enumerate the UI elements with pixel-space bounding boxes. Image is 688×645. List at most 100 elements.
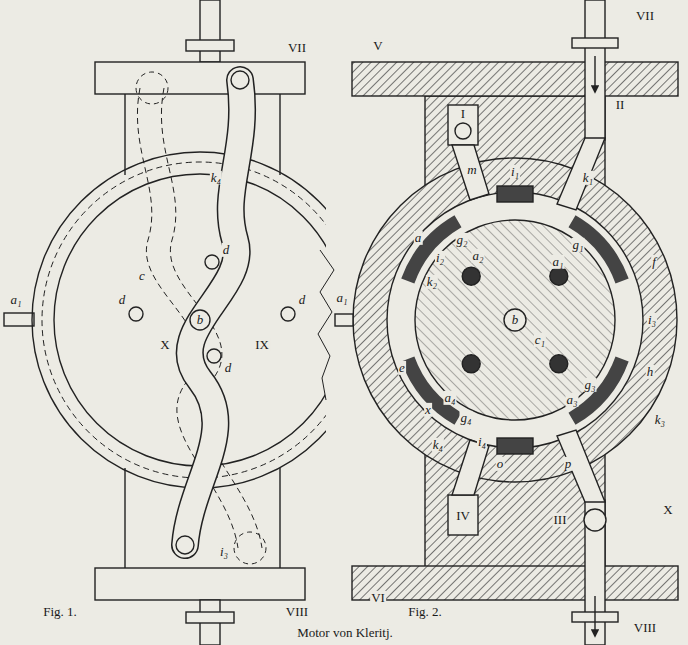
part-letter: x xyxy=(424,403,432,417)
part-label: II xyxy=(615,98,626,112)
part-letter: f xyxy=(651,255,657,269)
part-label: VII xyxy=(635,9,655,23)
part-label: X xyxy=(662,503,673,517)
part-letter: a₁ xyxy=(551,255,564,269)
pin-d xyxy=(205,255,219,269)
part-letter: a₁ xyxy=(9,293,22,307)
part-letter: i₄ xyxy=(477,435,487,449)
link-body xyxy=(185,80,242,545)
part-label: Fig. 2. xyxy=(407,605,443,619)
inlet-pipe xyxy=(585,0,605,140)
frame-line xyxy=(279,468,280,568)
part-letter: e xyxy=(398,361,406,375)
vanes xyxy=(408,221,622,418)
part-letter: g₁ xyxy=(571,238,584,252)
channel xyxy=(452,145,489,200)
figure-two xyxy=(335,0,678,645)
part-letter: i₂ xyxy=(435,251,445,265)
rotor xyxy=(415,220,615,420)
part-letter: k₃ xyxy=(654,413,666,427)
part-letter: d xyxy=(118,293,127,307)
valve xyxy=(455,123,471,139)
part-letter: b xyxy=(196,313,205,327)
link-outline xyxy=(185,80,242,545)
part-letter: a₄ xyxy=(443,391,456,405)
part-letter: k₁ xyxy=(582,171,594,185)
vane xyxy=(408,359,458,419)
part-letter: g₂ xyxy=(455,233,468,247)
part-label: X xyxy=(159,338,170,352)
part-label: VII xyxy=(287,41,307,55)
figure-one xyxy=(4,0,368,645)
rotor-pin xyxy=(462,267,480,285)
shaft xyxy=(200,0,220,62)
part-letter: i₃ xyxy=(647,313,657,327)
valve xyxy=(584,509,606,531)
collar xyxy=(186,40,234,51)
pin xyxy=(176,536,194,554)
hidden-pin xyxy=(136,72,168,104)
part-letter: g₃ xyxy=(583,378,596,392)
part-letter: h xyxy=(646,365,655,379)
pin-d xyxy=(129,307,143,321)
hub xyxy=(190,310,210,330)
chamber xyxy=(448,105,478,145)
part-letter: a xyxy=(414,231,423,245)
chamber xyxy=(448,495,478,535)
flow-arrow xyxy=(594,596,595,636)
part-letter: o xyxy=(496,457,505,471)
part-label: IV xyxy=(455,509,471,523)
part-label: IX xyxy=(254,338,270,352)
vane xyxy=(572,359,622,419)
rotor-pin xyxy=(462,355,480,373)
collar xyxy=(572,38,618,48)
break-line xyxy=(318,250,334,400)
part-label: Fig. 1. xyxy=(42,605,78,619)
figure-caption: Motor von Kleritj. xyxy=(296,626,394,640)
ring-dashed xyxy=(42,162,358,478)
channel xyxy=(557,430,605,502)
working-space xyxy=(387,192,643,448)
vane xyxy=(408,221,458,281)
rotor-pin xyxy=(550,355,568,373)
seal-block xyxy=(497,438,533,454)
part-label: VIII xyxy=(633,621,657,635)
channel xyxy=(557,138,605,210)
part-label: VI xyxy=(370,591,386,605)
part-letter: k₂ xyxy=(426,275,438,289)
part-letter: a₂ xyxy=(471,249,484,263)
hidden-pin xyxy=(234,532,266,564)
collar xyxy=(186,612,234,623)
part-letter: p xyxy=(564,457,573,471)
part-letter: k₄ xyxy=(432,438,444,452)
part-letter: g₄ xyxy=(459,411,472,425)
part-letter: d xyxy=(298,293,307,307)
part-label: III xyxy=(553,513,568,527)
part-letter: i₃ xyxy=(219,545,229,559)
frame-line xyxy=(124,468,125,568)
pin xyxy=(231,71,249,89)
frame-line xyxy=(124,94,125,175)
housing xyxy=(353,158,677,482)
part-letter: a₁ xyxy=(335,291,348,305)
part-letter: i₁ xyxy=(510,165,520,179)
outlet-pipe xyxy=(585,500,605,645)
stub xyxy=(4,313,34,326)
part-letter: k₄ xyxy=(210,171,222,185)
hub xyxy=(504,309,526,331)
rotor-pin xyxy=(550,267,568,285)
pin-d xyxy=(207,349,221,363)
part-letter: c₁ xyxy=(534,333,546,347)
part-letter: a₃ xyxy=(565,393,578,407)
part-letter: d xyxy=(222,243,231,257)
flange xyxy=(352,62,678,96)
part-label: VIII xyxy=(285,605,309,619)
seal-block xyxy=(497,186,533,202)
part-letter: c xyxy=(138,269,146,283)
stub xyxy=(335,314,353,326)
flow-arrow xyxy=(594,56,595,92)
part-label: I xyxy=(460,107,466,121)
part-letter: b xyxy=(511,313,520,327)
pin-d xyxy=(281,307,295,321)
